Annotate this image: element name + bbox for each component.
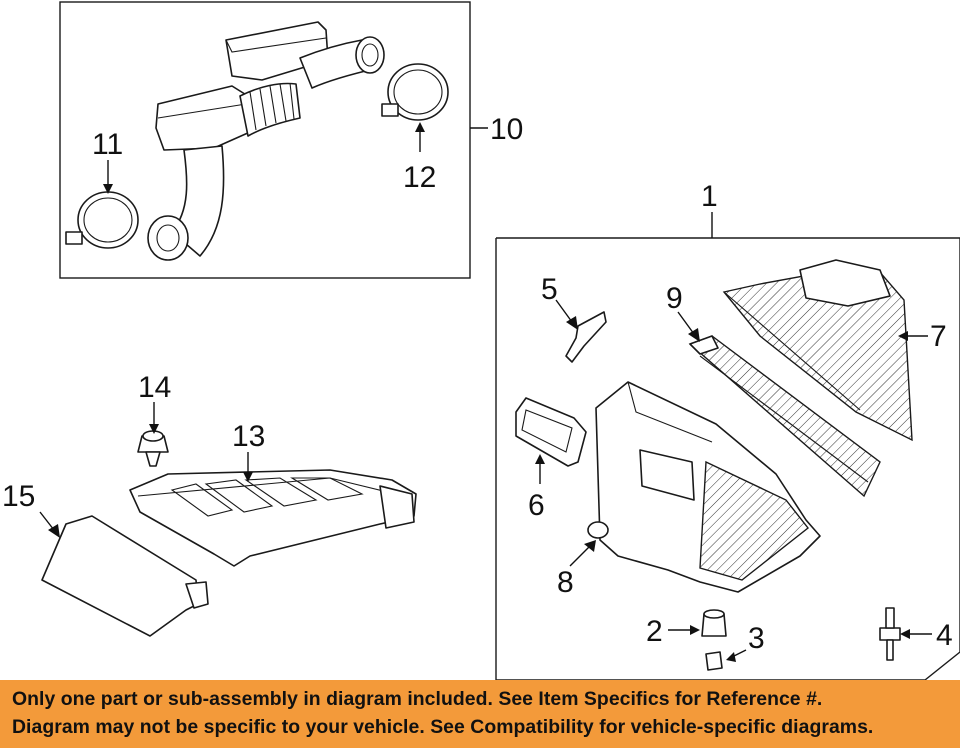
- bracket-6: [515, 397, 587, 467]
- disclaimer-line-2: Diagram may not be specific to your vehi…: [12, 716, 874, 738]
- callout-11: 11: [92, 128, 123, 161]
- callout-5: 5: [541, 273, 558, 306]
- callout-15: 15: [2, 480, 35, 513]
- parts-diagram: 1 2 3 4 5 6 7 8 9 10 11 12 13 14 15: [2, 1, 960, 680]
- grommet-2: [701, 609, 727, 637]
- hose-clamp-12: [381, 63, 449, 121]
- air-guide-13: [129, 469, 417, 567]
- callout-4: 4: [936, 619, 953, 652]
- push-clip-14: [137, 430, 169, 467]
- callout-14: 14: [138, 371, 171, 404]
- callout-8: 8: [557, 566, 574, 599]
- deflector-panel-15: [41, 515, 209, 637]
- leader-lines: [39, 122, 932, 662]
- bushing-3: [705, 651, 723, 671]
- disclaimer-banner: Only one part or sub-assembly in diagram…: [0, 680, 960, 748]
- air-filter-element-9: [688, 335, 881, 498]
- bolt-4: [879, 607, 901, 661]
- air-cleaner-body-8: [587, 381, 821, 593]
- callout-10: 10: [490, 113, 523, 146]
- hose-clamp-11: [65, 191, 139, 249]
- callout-labels: 1 2 3 4 5 6 7 8 9 10 11 12 13 14 15: [2, 113, 953, 655]
- callout-12: 12: [403, 161, 436, 194]
- callout-7: 7: [930, 320, 947, 353]
- disclaimer-line-1: Only one part or sub-assembly in diagram…: [12, 688, 823, 710]
- air-cleaner-cover-7: [722, 259, 913, 442]
- callout-13: 13: [232, 420, 265, 453]
- clip-5: [565, 311, 607, 363]
- callout-9: 9: [666, 282, 683, 315]
- intake-duct-assembly-frame: [59, 1, 471, 279]
- callout-6: 6: [528, 489, 545, 522]
- intake-duct-assembly: [147, 21, 385, 261]
- callout-3: 3: [748, 622, 765, 655]
- air-cleaner-assembly-frame: [495, 237, 960, 680]
- callout-2: 2: [646, 615, 663, 648]
- callout-1: 1: [701, 180, 718, 213]
